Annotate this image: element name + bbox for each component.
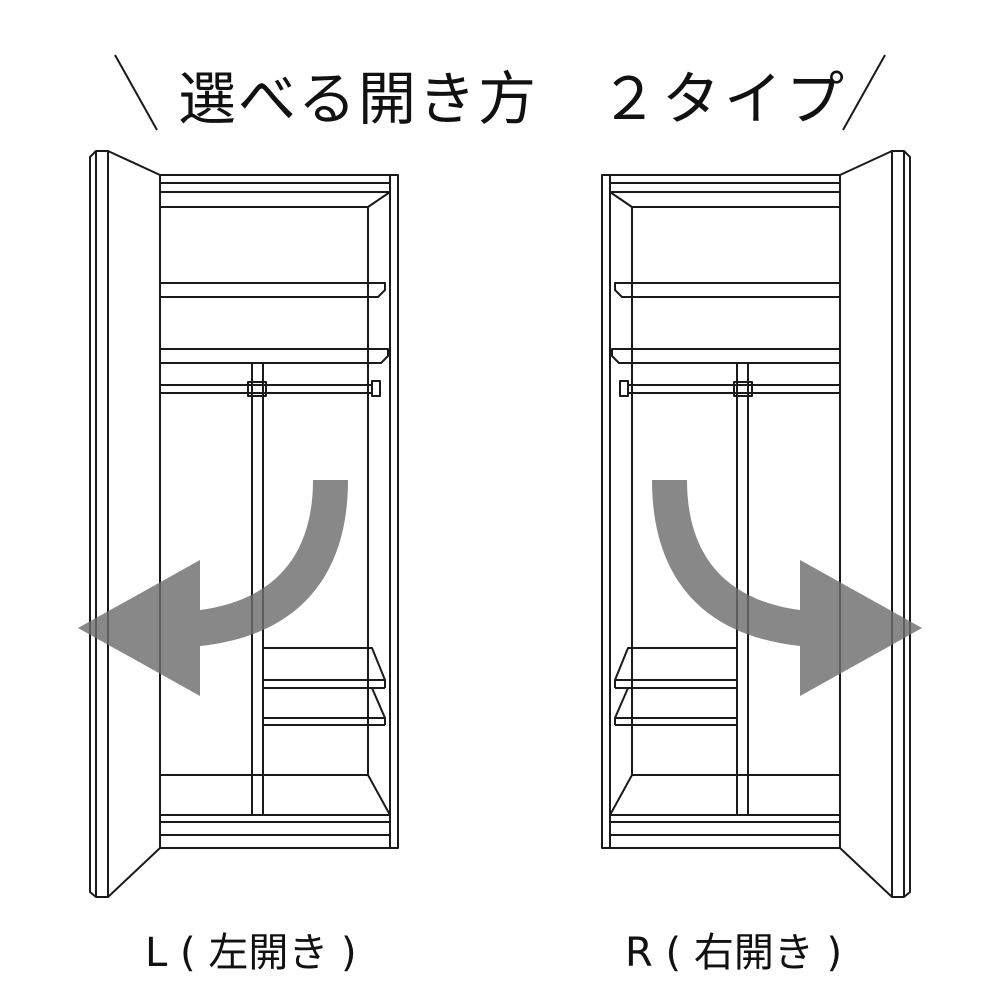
door-left-edge xyxy=(89,150,109,898)
cabinet-right-frame xyxy=(601,174,841,849)
shelf-right-3 xyxy=(614,647,738,681)
shelf-left-4 xyxy=(262,687,386,719)
shelf-left-2 xyxy=(159,348,389,364)
shelf-left-1 xyxy=(159,282,386,298)
open-direction-arrow-icon-right xyxy=(652,480,922,696)
wardrobe-left xyxy=(89,150,399,898)
rail-left-bracket xyxy=(371,380,381,397)
title-sub: ２タイプ xyxy=(600,65,849,133)
shelf-left-3 xyxy=(262,647,386,681)
title: 選べる開き方 ２タイプ xyxy=(0,52,1000,133)
wardrobe-right xyxy=(601,150,911,898)
door-left-panel xyxy=(107,150,161,898)
open-direction-arrow-icon-left xyxy=(78,480,348,696)
shelf-right-2 xyxy=(611,348,841,364)
rail-right-bracket xyxy=(619,380,629,397)
shelf-right-1 xyxy=(614,282,841,298)
title-slash-right xyxy=(842,54,886,131)
title-main: 選べる開き方 xyxy=(178,65,539,133)
door-right-panel xyxy=(839,150,893,898)
cabinet-left-frame xyxy=(159,174,399,849)
shelf-right-4 xyxy=(614,687,738,719)
caption-right-opening: R ( 右開き ) xyxy=(625,930,843,976)
door-right-edge xyxy=(891,150,911,898)
title-slash-left xyxy=(114,54,158,131)
caption-left-opening: L ( 左開き ) xyxy=(145,930,357,976)
